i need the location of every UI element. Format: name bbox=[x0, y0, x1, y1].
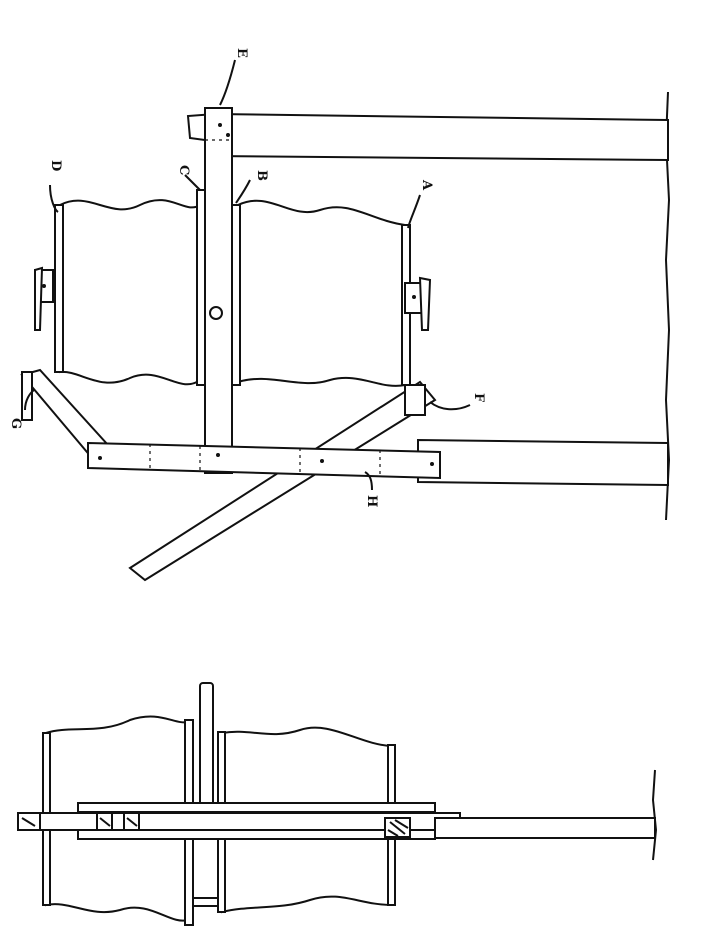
bottom-figure bbox=[17, 682, 658, 926]
top-figure: E C B D A G F H bbox=[8, 48, 671, 582]
lower-post bbox=[417, 438, 669, 487]
diagonal-brace bbox=[128, 380, 437, 582]
label-d: D bbox=[48, 160, 63, 171]
label-b: B bbox=[254, 170, 269, 181]
crossbar-h bbox=[87, 441, 441, 480]
panel-strip-c bbox=[196, 189, 206, 386]
ground-line-bottom bbox=[651, 769, 658, 861]
label-a: A bbox=[419, 179, 434, 191]
panel-a bbox=[237, 199, 406, 387]
bolt-hole bbox=[209, 306, 223, 320]
center-bar-e bbox=[204, 107, 233, 474]
label-e: E bbox=[234, 48, 249, 58]
bracket-g bbox=[21, 371, 33, 421]
label-f: F bbox=[471, 393, 486, 403]
bracket-f bbox=[404, 384, 426, 416]
panel-d bbox=[59, 199, 201, 386]
panel-strip-d bbox=[54, 204, 64, 373]
label-h: H bbox=[364, 495, 379, 507]
post-bottom bbox=[434, 817, 656, 839]
label-c: C bbox=[176, 165, 191, 175]
label-g: G bbox=[8, 418, 23, 429]
bar-lower bbox=[77, 829, 436, 840]
panel-strip-b bbox=[231, 204, 241, 386]
upper-post bbox=[186, 112, 669, 162]
pipe bbox=[199, 682, 214, 809]
bar-upper bbox=[77, 802, 436, 813]
